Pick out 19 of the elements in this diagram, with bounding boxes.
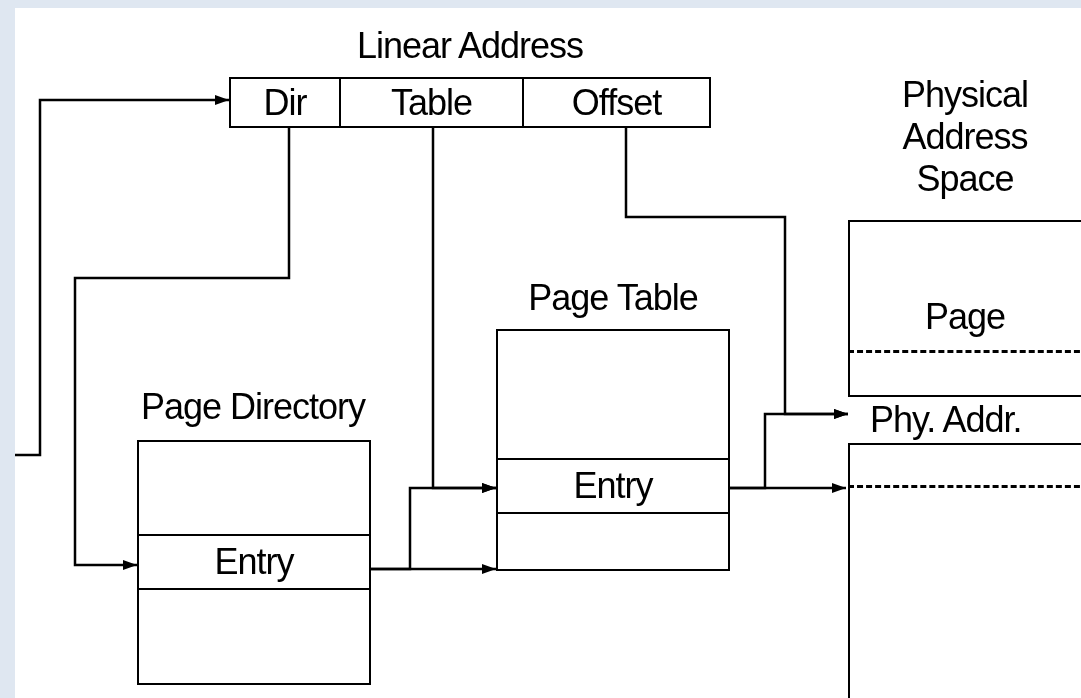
empty-row (496, 514, 730, 571)
heading-label: Linear Address (355, 25, 585, 67)
heading-label: Page Table (527, 277, 699, 319)
arrow (73, 128, 291, 570)
arrow (15, 95, 229, 457)
entry-row: Entry (137, 536, 371, 590)
empty-row (137, 590, 371, 685)
address-field: Dir (229, 77, 341, 128)
empty-row (496, 329, 730, 460)
empty-row (137, 440, 371, 536)
address-field: Table (341, 77, 524, 128)
entry-row: Entry (496, 460, 730, 514)
arrow (730, 409, 848, 490)
heading-label: Physical Address Space (900, 74, 1030, 200)
address-field: Offset (524, 77, 711, 128)
arrow (371, 483, 496, 571)
heading-label: Page Directory (139, 386, 367, 428)
address-row: Phy. Addr. (848, 395, 1081, 445)
heading-label: Page (923, 296, 1007, 338)
